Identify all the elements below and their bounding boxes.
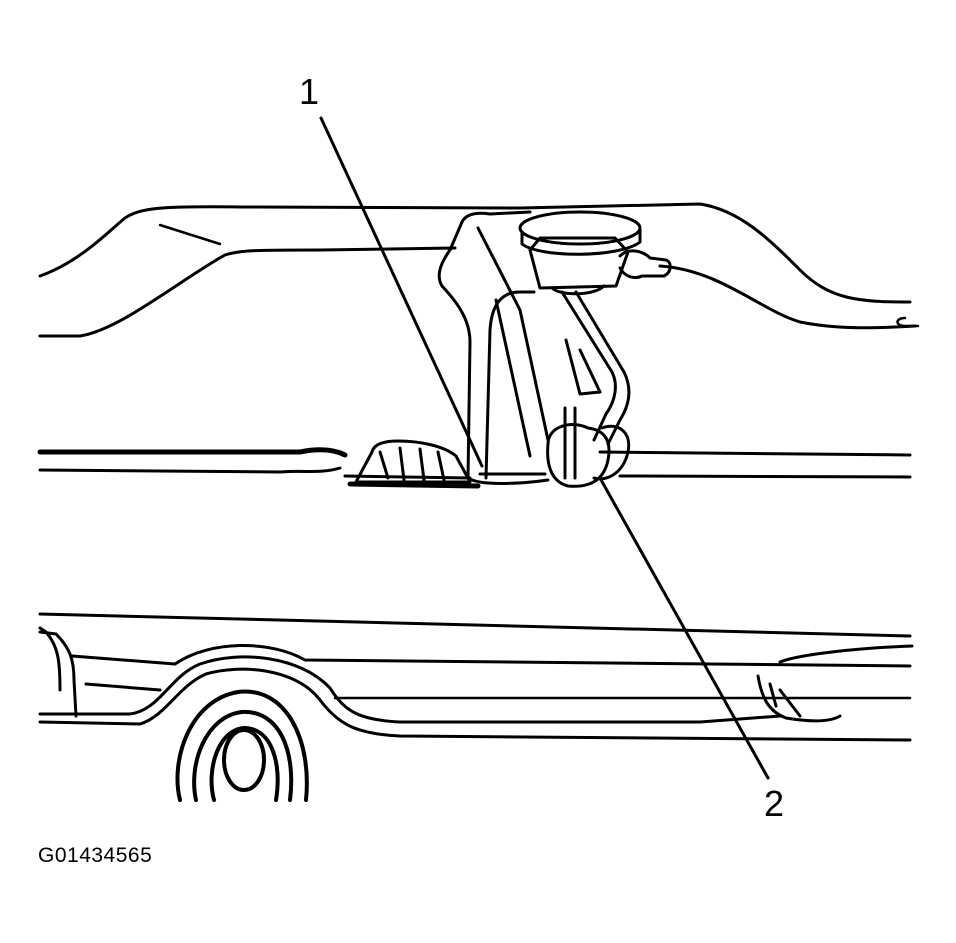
spring-clip	[548, 292, 629, 486]
lower-panel	[40, 614, 912, 740]
left-mount	[350, 441, 478, 486]
tire	[177, 692, 306, 800]
callout-label-2: 2	[764, 783, 785, 824]
top-nut	[520, 212, 670, 294]
figure-id-label: G01434565	[38, 844, 153, 867]
leader-line-2	[600, 478, 768, 778]
bracket	[439, 212, 548, 484]
callout-label-1: 1	[299, 71, 320, 112]
upper-panel	[40, 204, 918, 336]
leader-line-1	[321, 118, 482, 466]
frame-rail	[40, 450, 910, 478]
